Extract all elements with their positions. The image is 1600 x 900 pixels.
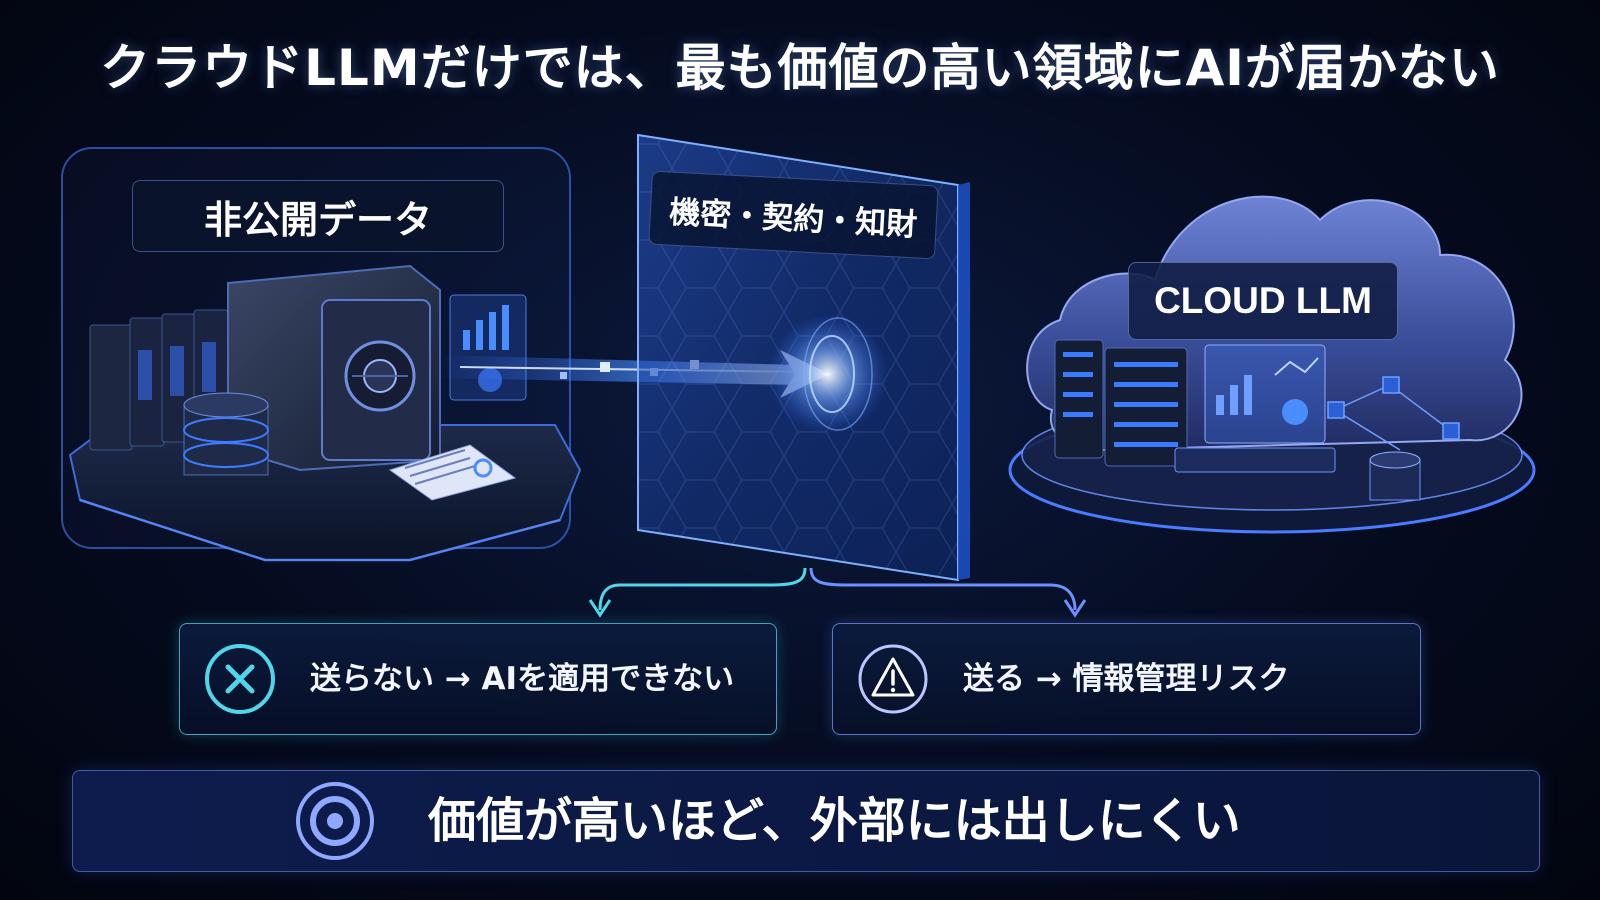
conclusion-text: 価値が高いほど、外部には出しにくい bbox=[428, 793, 1241, 849]
outcome-send-text: 送る → 情報管理リスク bbox=[963, 661, 1290, 697]
database-icon bbox=[183, 392, 269, 476]
warning-triangle-icon bbox=[858, 644, 928, 714]
server-rack-icon bbox=[1054, 339, 1188, 467]
documents-icon bbox=[388, 444, 517, 501]
private-data-label: 非公開データ bbox=[132, 180, 504, 252]
cloud-database-icon bbox=[1369, 451, 1421, 501]
network-graph-icon bbox=[1327, 376, 1460, 451]
outcome-send: 送る → 情報管理リスク bbox=[832, 623, 1421, 735]
outcome-no-send-text: 送らない → AIを適用できない bbox=[310, 661, 735, 697]
split-arrows bbox=[588, 567, 1087, 618]
outcome-no-send: 送らない → AIを適用できない bbox=[179, 623, 777, 735]
x-circle-icon bbox=[205, 644, 275, 714]
target-icon bbox=[296, 782, 374, 860]
dashboard-icon bbox=[1174, 344, 1336, 473]
cloud-llm-label: CLOUD LLM bbox=[1128, 262, 1398, 340]
impact-glow bbox=[768, 314, 888, 434]
chart-panel-icon bbox=[449, 294, 527, 401]
page-title: クラウドLLMだけでは、最も価値の高い領域にAIが届かない bbox=[100, 39, 1500, 97]
cloud-llm-zone bbox=[1008, 195, 1536, 534]
barrier-label: 機密・契約・知財 bbox=[648, 170, 939, 260]
conclusion-banner: 価値が高いほど、外部には出しにくい bbox=[72, 770, 1540, 872]
